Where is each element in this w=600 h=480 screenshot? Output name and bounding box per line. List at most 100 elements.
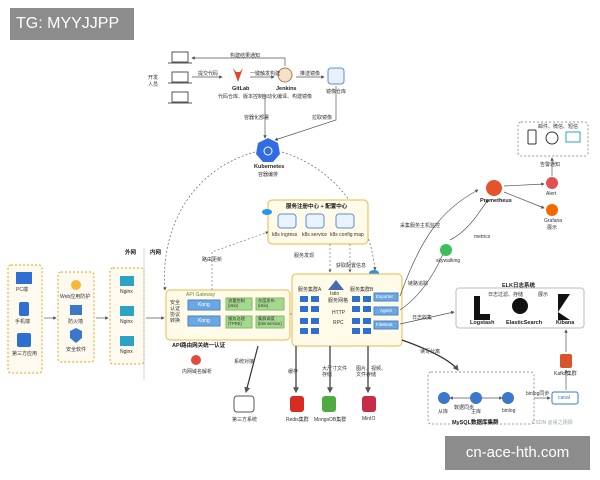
metrics-label: metrics — [474, 234, 491, 240]
log-filter-label: 日志过滤、存储 — [488, 292, 524, 298]
minio-icon — [362, 396, 376, 412]
waf-label: Web应用防护 — [60, 294, 91, 300]
kong1-label: Kong — [198, 302, 210, 308]
binlog-label: binlog — [502, 408, 516, 414]
dns-icon — [191, 355, 201, 365]
logstash-icon — [474, 296, 490, 320]
slave-label: 从库 — [438, 409, 449, 415]
alert-channels-label: 邮件、微信、短信 — [538, 124, 579, 130]
shield-icon — [70, 328, 82, 343]
prometheus-label: Prometheus — [480, 198, 512, 204]
firewall-icon — [70, 305, 82, 315]
filebeat-label: FileBeat — [376, 322, 393, 327]
firewall-label: 防火墙 — [68, 319, 84, 325]
prometheus-icon — [486, 180, 502, 196]
mobile-label: 手机端 — [15, 319, 31, 325]
third-app-label: 第三方应用 — [12, 351, 38, 357]
k8s-configmap-label: k8s config map — [330, 232, 364, 238]
grafana-icon — [546, 204, 558, 216]
mongodb-icon — [322, 396, 336, 412]
nginx-icon — [120, 306, 134, 316]
api-gw-caption: API路由网关统一认证 — [172, 343, 226, 349]
rate-limit-label: 流量控制 (istio) — [228, 298, 245, 308]
http-label: HTTP — [332, 310, 346, 316]
grafana-sub: 展示 — [547, 225, 558, 231]
reg-center-label: 服务注册中心 + 配置中心 — [286, 204, 348, 210]
route-update-label: 路由更新 — [202, 257, 223, 263]
nginx2-label: Nginx — [120, 319, 133, 325]
jenkins-icon — [277, 67, 293, 83]
watermark-tag: TG: MYYJJPP — [10, 8, 134, 40]
istio-label: Istio — [330, 291, 340, 297]
gitlab-sub: 代码仓库、版本控制 — [218, 94, 264, 100]
es-label: ElasticSearch — [506, 320, 543, 326]
inner-net-label: 内网 — [150, 250, 162, 256]
notify-label: 构建结果通知 — [230, 53, 261, 59]
mysql-icon — [470, 392, 482, 404]
master-label: 主库 — [471, 409, 482, 415]
phone-icon — [527, 129, 537, 145]
canary-label: 灰度发布 (istio) — [258, 298, 275, 308]
agent-label: Agent — [380, 308, 392, 313]
service-discovery-label: 服务发现 — [294, 253, 315, 259]
wechat-icon — [545, 131, 559, 145]
skywalking-label: skywalking — [436, 258, 461, 264]
csdn-watermark: CSDN @易之阴阳 — [532, 420, 573, 426]
big-files-label: 大尺寸文件 存储 — [322, 366, 348, 378]
mongo-label: MongoDB集群 — [314, 417, 347, 423]
mobile-icon — [19, 302, 29, 316]
istio-icon — [328, 280, 344, 290]
gitlab-icon — [233, 68, 243, 82]
redis-icon — [290, 396, 304, 412]
pics-label: 图片、视频、 文件存储 — [356, 366, 387, 378]
exporter-label: Exporter — [376, 294, 394, 299]
grafana-label: Grafana — [544, 218, 563, 224]
third-system-icon — [233, 395, 255, 413]
alert-label: Alert — [546, 191, 557, 197]
collect-label: 采集服务主机监控 — [400, 223, 441, 229]
nginx3-label: Nginx — [120, 349, 133, 355]
submit-code-label: 提交代码 — [198, 71, 219, 77]
gitlab-label: GitLab — [232, 86, 250, 92]
elasticsearch-icon — [512, 298, 528, 314]
kong2-label: Kong — [198, 318, 210, 324]
nginx-icon — [120, 336, 134, 346]
service-cluster-icons — [300, 296, 371, 334]
nginx-icon — [120, 276, 134, 286]
pc-icon — [16, 272, 32, 284]
kafka-icon — [560, 354, 572, 368]
binlog-sync-label: binlog同步 — [526, 391, 550, 397]
registry-icon — [327, 67, 345, 85]
devs-label: 开发 人员 — [148, 75, 159, 88]
link-trace-label: 链路追踪 — [408, 281, 429, 287]
third-sys-label: 第三方系统 — [232, 417, 258, 423]
cluster-sched-label: 集群调度 (k8s service) — [258, 316, 282, 326]
third-app-icon — [17, 333, 31, 347]
db-rw-label: 读写分离 — [420, 349, 441, 355]
kafka-label: Kafka集群 — [554, 371, 577, 377]
canal-label: canal — [558, 395, 570, 401]
deploy-label: 容器化部署 — [244, 115, 270, 121]
pc-label: PC端 — [16, 287, 28, 293]
elk-label: ELK日志系统 — [502, 283, 536, 289]
display-label: 展示 — [538, 292, 549, 298]
svc-cluster-a-label: 服务集群A — [298, 287, 322, 293]
api-call-label: 系统对接 — [234, 359, 255, 365]
pull-image-label: 拉取镜像 — [312, 115, 333, 121]
jenkins-label: Jenkins — [276, 86, 297, 92]
dns-label: 内网域名解析 — [182, 369, 213, 375]
service-gov-label: 服务治理 (TPRE) — [228, 316, 245, 326]
alert-notify-label: 告警通知 — [540, 162, 561, 168]
master-slave-label: 数据同步 — [454, 405, 475, 411]
logstash-label: Logstash — [470, 320, 495, 326]
mysql-icon — [502, 392, 514, 404]
k8s-sub: 容器编排 — [258, 172, 279, 178]
get-config-label: 获取配置信息 — [336, 263, 367, 269]
kubernetes-icon — [256, 138, 280, 162]
api-gateway-label: API Gateway — [186, 292, 216, 298]
rpc-label: RPC — [333, 320, 344, 326]
kibana-label: Kibana — [556, 320, 575, 326]
trigger-build-label: 一键触发构建 — [250, 71, 281, 77]
jenkins-sub: 自动化编译、构建镜像 — [262, 94, 313, 100]
